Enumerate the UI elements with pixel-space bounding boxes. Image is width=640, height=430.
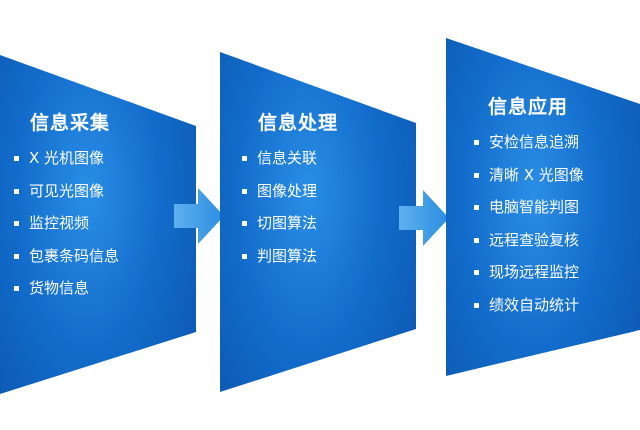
bullet-icon: [14, 286, 19, 291]
list-item: 图像处理: [242, 181, 317, 214]
bullet-icon: [474, 205, 479, 210]
list-item-label: X 光机图像: [29, 149, 105, 167]
bullet-icon: [14, 156, 19, 161]
stage-list-processing: 信息关联 图像处理 切图算法 判图算法: [242, 148, 317, 278]
stage-list-collection: X 光机图像 可见光图像 监控视频 包裹条码信息 货物信息: [14, 148, 119, 311]
list-item-label: 图像处理: [257, 181, 318, 200]
list-item-label: 判图算法: [257, 246, 318, 265]
list-item-label: 绩效自动统计: [489, 295, 580, 314]
bullet-icon: [474, 172, 479, 178]
list-item: 货物信息: [14, 278, 119, 311]
bullet-icon: [14, 188, 19, 194]
list-item-label: 远程查验复核: [489, 230, 580, 249]
list-item: 绩效自动统计: [474, 295, 584, 328]
list-item: 电脑智能判图: [474, 197, 584, 230]
stage-title-processing: 信息处理: [258, 112, 339, 134]
list-item: 监控视频: [14, 213, 119, 246]
list-item: 切图算法: [242, 213, 317, 246]
stage-panel-application: 信息应用 安检信息追溯 清晰 X 光图像 电脑智能判图 远程查验复核 现场远程监…: [446, 38, 640, 376]
list-item-label: 货物信息: [29, 279, 90, 297]
list-item: 安检信息追溯: [474, 132, 584, 165]
stage-panel-processing: 信息处理 信息关联 图像处理 切图算法 判图算法: [220, 52, 416, 392]
list-item: 判图算法: [242, 246, 317, 279]
list-item-label: 包裹条码信息: [29, 246, 120, 265]
list-item: 信息关联: [242, 148, 317, 181]
bullet-icon: [242, 156, 247, 161]
bullet-icon: [242, 253, 247, 259]
list-item: 清晰 X 光图像: [474, 165, 584, 198]
list-item-label: 现场远程监控: [489, 263, 580, 281]
list-item: 可见光图像: [14, 181, 119, 214]
bullet-icon: [474, 237, 479, 243]
list-item-label: 可见光图像: [29, 181, 105, 200]
bullet-icon: [242, 188, 247, 194]
stage-title-collection: 信息采集: [30, 112, 111, 134]
list-item: 包裹条码信息: [14, 246, 119, 279]
list-item-label: 电脑智能判图: [489, 198, 580, 216]
stage-title-application: 信息应用: [488, 96, 569, 118]
stage-list-application: 安检信息追溯 清晰 X 光图像 电脑智能判图 远程查验复核 现场远程监控 绩效自…: [474, 132, 584, 327]
list-item-label: 切图算法: [257, 214, 318, 232]
list-item-label: 清晰 X 光图像: [489, 165, 584, 184]
bullet-icon: [14, 221, 19, 226]
list-item: X 光机图像: [14, 148, 119, 181]
bullet-icon: [474, 140, 479, 145]
list-item-label: 信息关联: [257, 149, 318, 167]
bullet-icon: [474, 270, 479, 275]
list-item-label: 监控视频: [29, 214, 90, 232]
list-item: 远程查验复核: [474, 230, 584, 263]
list-item: 现场远程监控: [474, 262, 584, 295]
bullet-icon: [14, 253, 19, 259]
stage-panel-collection: 信息采集 X 光机图像 可见光图像 监控视频 包裹条码信息 货物信息: [0, 55, 196, 394]
list-item-label: 安检信息追溯: [489, 133, 580, 151]
bullet-icon: [474, 302, 479, 308]
bullet-icon: [242, 221, 247, 226]
